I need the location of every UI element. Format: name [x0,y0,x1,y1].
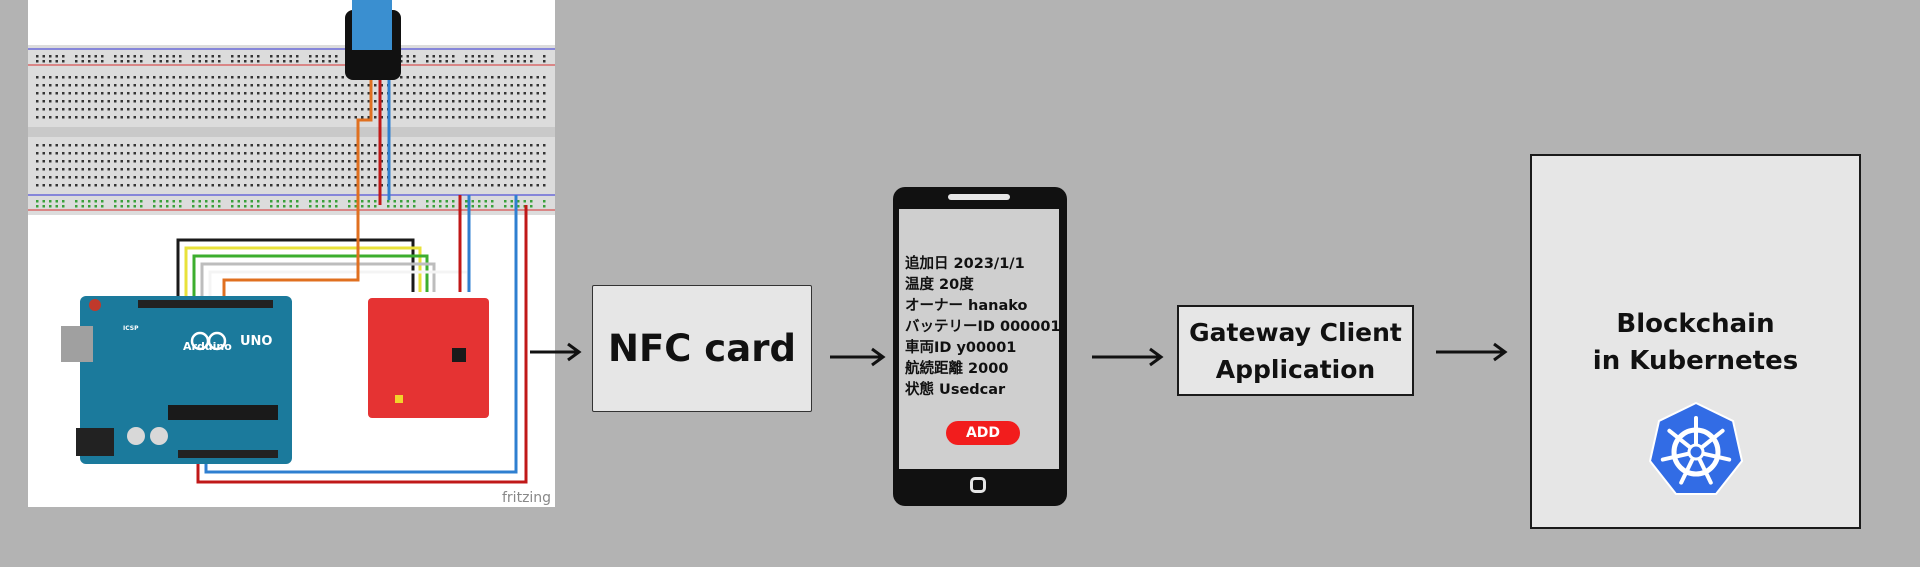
home-button[interactable] [970,477,986,493]
smartphone: 追加日 2023/1/1 温度 20度 オーナー hanako バッテリーID … [893,187,1067,506]
field-status: 状態 Usedcar [905,382,1006,398]
blockchain-box: Blockchain in Kubernetes [1530,154,1861,529]
nfc-reader-module [368,298,489,418]
phone-speaker [948,194,1010,200]
arrow-right-icon [830,347,886,367]
blockchain-label-line2: in Kubernetes [1592,346,1799,376]
field-owner: オーナー hanako [905,298,1028,314]
arrow-right-icon [1092,347,1164,367]
circuit-diagram: Arduino UNO ICSP fritzing [28,0,555,507]
kubernetes-icon [1648,401,1744,495]
arduino-board [80,296,292,464]
field-temperature: 温度 20度 [905,277,974,293]
field-vehicle-id: 車両ID y00001 [905,340,1017,356]
record-fields: 追加日 2023/1/1 温度 20度 オーナー hanako バッテリーID … [905,254,1061,401]
arduino-model-text: UNO [240,334,273,349]
gateway-label-line1: Gateway Client [1189,317,1402,347]
nfc-card-label: NFC card [608,327,796,370]
fritzing-watermark: fritzing [502,490,551,506]
field-battery-id: バッテリーID 000001 [905,319,1061,335]
icsp-text: ICSP [123,325,139,332]
blockchain-label-line1: Blockchain [1616,309,1775,339]
arrow-right-icon [530,342,582,362]
nfc-card-box: NFC card [592,285,812,412]
gateway-client-box: Gateway Client Application [1177,305,1414,396]
add-button[interactable]: ADD [946,421,1020,445]
phone-screen: 追加日 2023/1/1 温度 20度 オーナー hanako バッテリーID … [899,209,1061,469]
arrow-right-icon [1436,342,1508,362]
gateway-label-line2: Application [1215,354,1376,384]
field-range: 航続距離 2000 [905,361,1009,377]
field-added-date: 追加日 2023/1/1 [905,256,1025,272]
